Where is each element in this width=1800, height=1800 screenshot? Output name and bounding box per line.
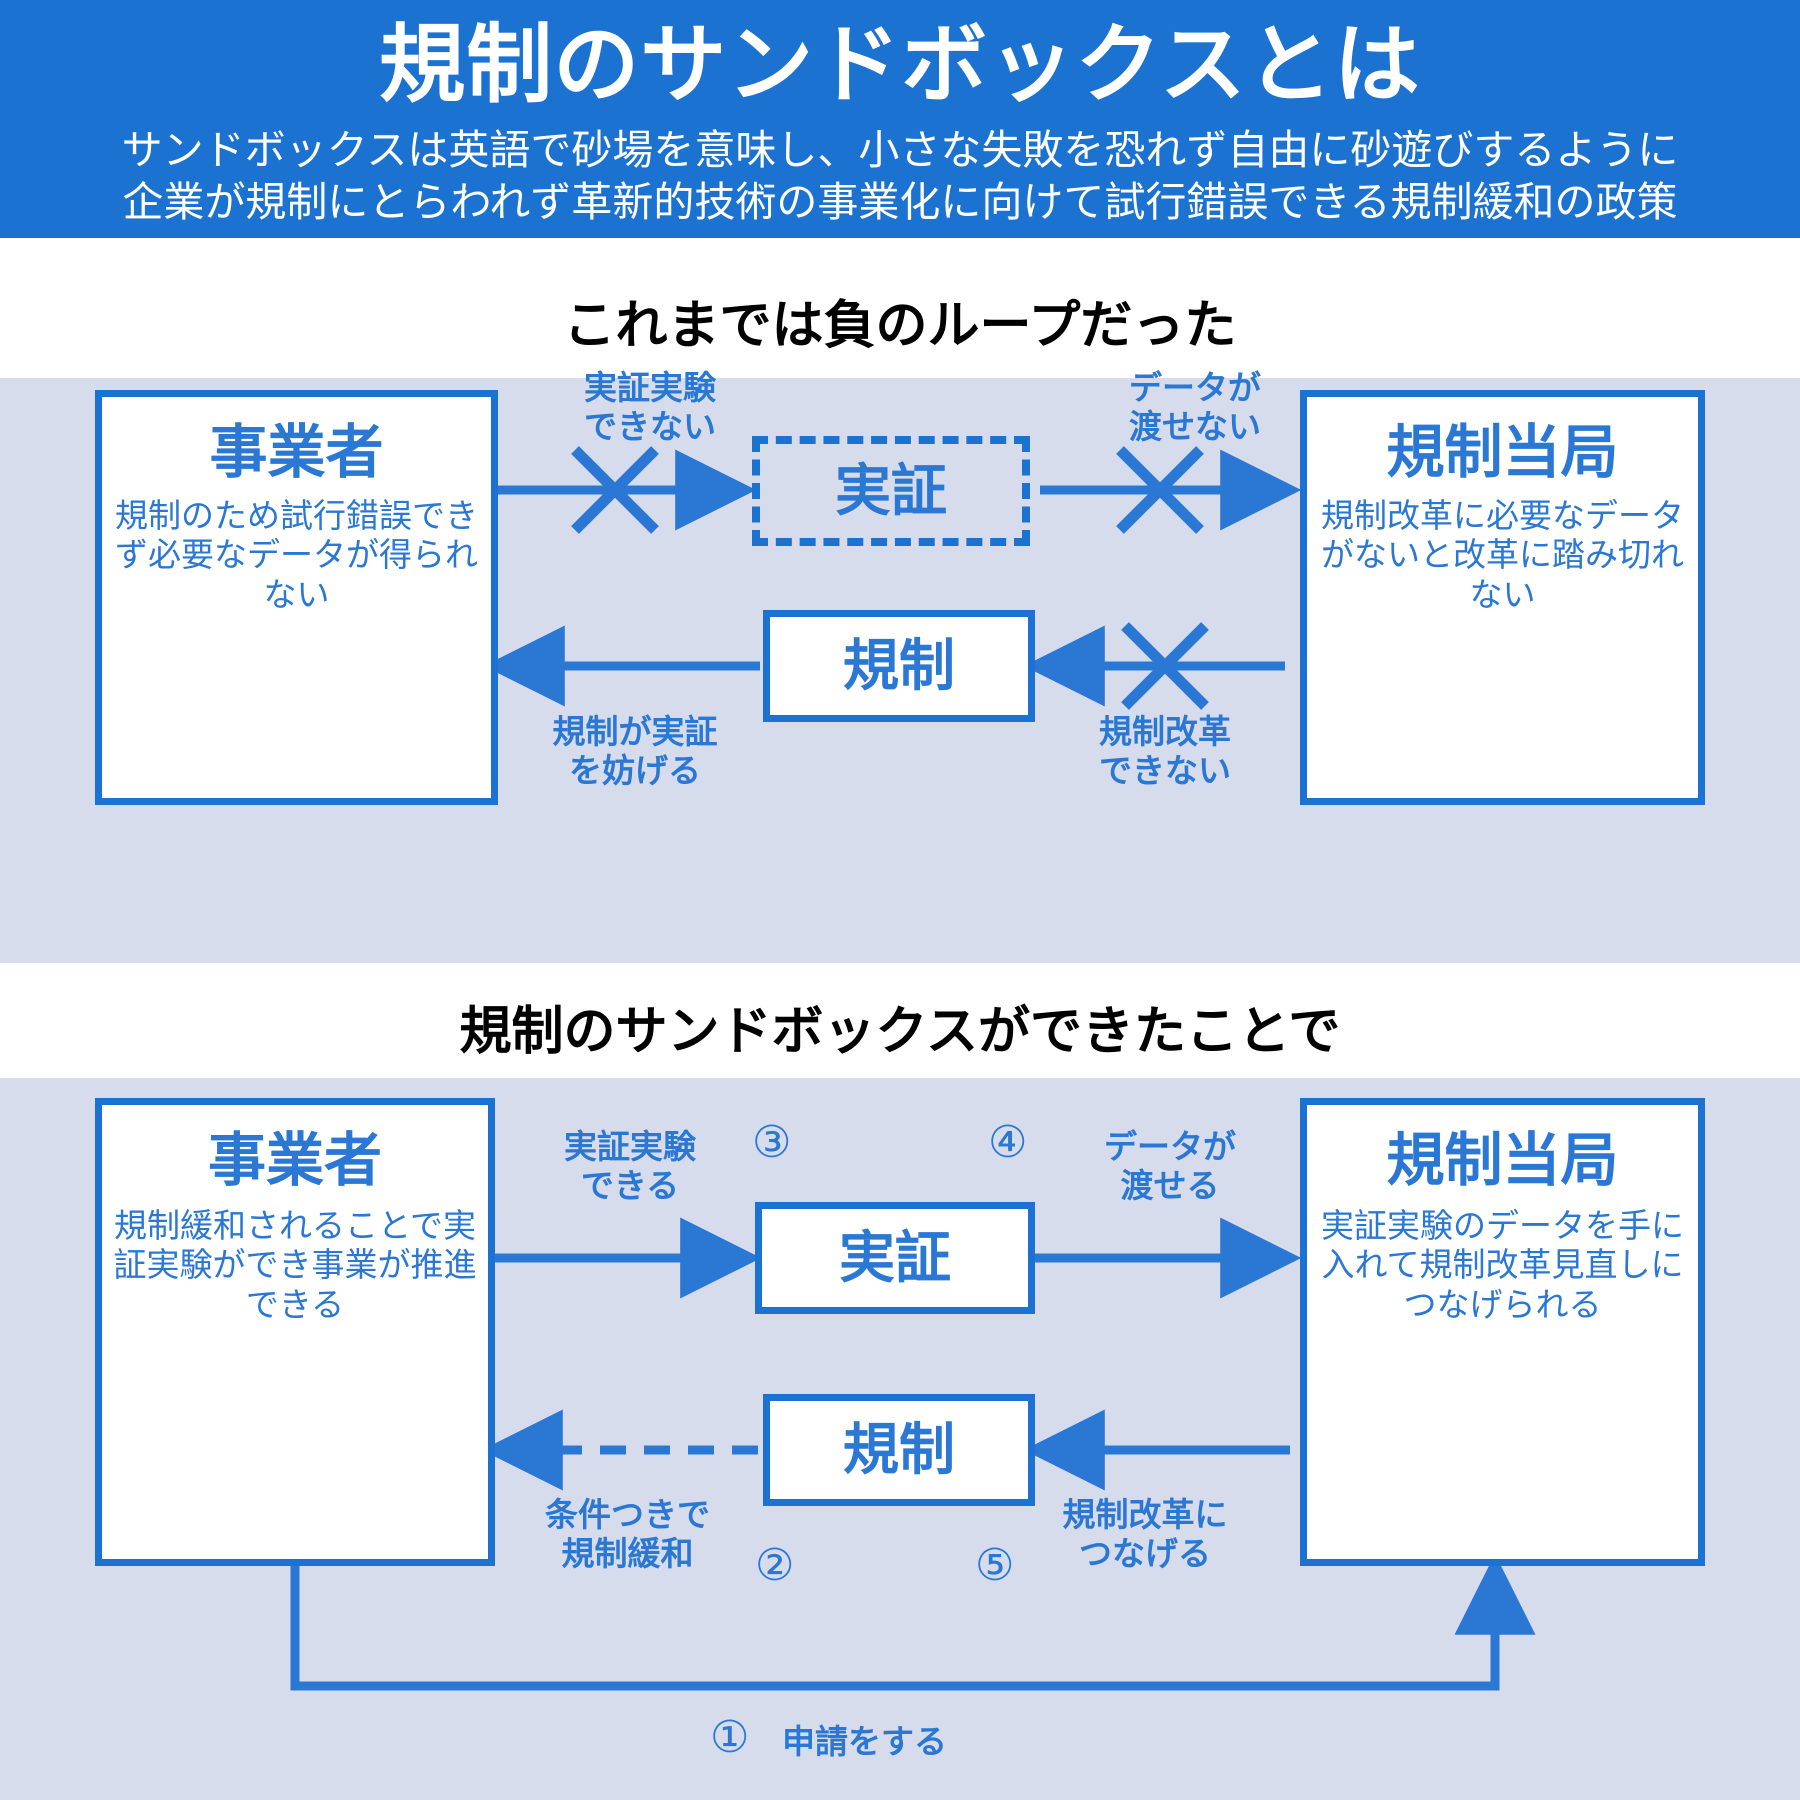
page-subtitle: サンドボックスは英語で砂場を意味し、小さな失敗を恐れず自由に砂遊びするように 企…	[0, 108, 1800, 229]
section1-proof-title: 実証	[835, 458, 947, 522]
section2-panel: 事業者 規制緩和されることで実証実験ができ事業が推進できる 実証 規制当局 実証…	[0, 1078, 1800, 1800]
blocked-x-1	[571, 446, 659, 534]
section1-label-operator-to-proof: 実証実験 できない	[584, 369, 716, 445]
section1-panel: 事業者 規制のため試行錯誤できず必要なデータが得られない 実証 規制当局 規制改…	[0, 369, 1800, 963]
section2-authority-box[interactable]: 規制当局 実証実験のデータを手に入れて規制改革見直しにつなげられる	[1300, 1098, 1705, 1566]
section2-label-regulation-to-operator: 条件つきで 規制緩和	[545, 1496, 710, 1572]
blocked-x-3	[1121, 622, 1209, 710]
section2-operator-box[interactable]: 事業者 規制緩和されることで実証実験ができ事業が推進できる	[95, 1098, 495, 1566]
step-number-4: ④	[988, 1118, 1028, 1167]
section2-regulation-title: 規制	[843, 1417, 955, 1481]
section1-label-authority-to-regulation: 規制改革 できない	[1099, 713, 1231, 789]
section1-regulation-title: 規制	[843, 633, 955, 697]
apply-loop-path	[290, 1553, 1536, 1691]
page-title: 規制のサンドボックスとは	[379, 17, 1421, 113]
step-number-1: ①	[710, 1713, 750, 1762]
step-number-2: ②	[755, 1541, 795, 1590]
section2-label-apply-loop: 申請をする	[782, 1723, 947, 1760]
section1-regulation-box[interactable]: 規制	[763, 610, 1035, 722]
section1-operator-title: 事業者	[209, 420, 384, 485]
header-banner: 規制のサンドボックスとは サンドボックスは英語で砂場を意味し、小さな失敗を恐れず…	[0, 0, 1800, 238]
section1-operator-desc: 規制のため試行錯誤できず必要なデータが得られない	[115, 496, 478, 614]
section2-authority-title: 規制当局	[1386, 1128, 1619, 1193]
section2-operator-desc: 規制緩和されることで実証実験ができ事業が推進できる	[113, 1206, 477, 1324]
section1-arrow-layer	[483, 446, 1302, 710]
section2-authority-desc: 実証実験のデータを手に入れて規制改革見直しにつなげられる	[1321, 1206, 1684, 1324]
section1-label-regulation-to-operator: 規制が実証 を妨げる	[552, 713, 718, 789]
section1-authority-box[interactable]: 規制当局 規制改革に必要なデータがないと改革に踏み切れない	[1300, 390, 1705, 805]
page-subtitle-line2: 企業が規制にとらわれず革新的技術の事業化に向けて試行錯誤できる規制緩和の政策	[122, 179, 1678, 226]
section1-heading: これまでは負のループだった	[563, 297, 1237, 355]
section2-heading: 規制のサンドボックスができたことで	[459, 1003, 1341, 1061]
section2-label-operator-to-proof: 実証実験 できる	[564, 1128, 696, 1204]
page-subtitle-line1: サンドボックスは英語で砂場を意味し、小さな失敗を恐れず自由に砂遊びするように	[121, 127, 1679, 173]
section2-proof-title: 実証	[839, 1225, 951, 1289]
section2-regulation-box[interactable]: 規制	[763, 1394, 1035, 1506]
section1-label-proof-to-authority: データが 渡せない	[1129, 369, 1261, 445]
section2-operator-title: 事業者	[207, 1128, 382, 1193]
section1-authority-desc: 規制改革に必要なデータがないと改革に踏み切れない	[1321, 496, 1684, 614]
section1-authority-title: 規制当局	[1386, 420, 1619, 485]
section2-label-proof-to-authority: データが 渡せる	[1104, 1128, 1236, 1204]
section1-proof-box[interactable]: 実証	[752, 436, 1030, 546]
section2-proof-box[interactable]: 実証	[755, 1202, 1035, 1314]
section1-operator-box[interactable]: 事業者 規制のため試行錯誤できず必要なデータが得られない	[95, 390, 498, 805]
section2-label-authority-to-regulation: 規制改革に つなげる	[1062, 1496, 1228, 1572]
step-number-3: ③	[752, 1118, 792, 1167]
step-number-5: ⑤	[975, 1541, 1015, 1590]
blocked-x-2	[1116, 446, 1204, 534]
section2-arrow-layer	[290, 1217, 1536, 1691]
